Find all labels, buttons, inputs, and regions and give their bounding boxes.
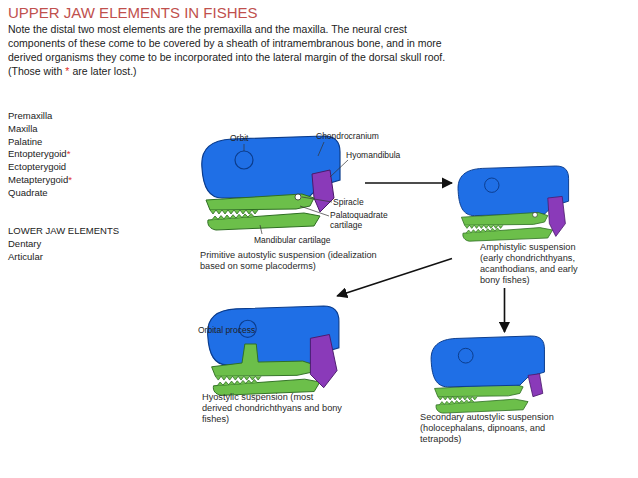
transition-arrow bbox=[365, 182, 452, 184]
transition-arrow bbox=[337, 259, 452, 296]
suspension-panel: Hyostylic suspension (most derived chond… bbox=[190, 296, 350, 436]
part-label: Orbit bbox=[230, 133, 248, 143]
part-label: Chondrocranium bbox=[316, 131, 379, 141]
leader-line bbox=[318, 142, 324, 156]
panel-caption: Hyostylic suspension (most derived chond… bbox=[202, 392, 344, 425]
note-text: are later lost.) bbox=[72, 65, 136, 77]
element-name: Quadrate bbox=[8, 187, 48, 198]
suspension-panel: Amphistylic suspension (early chondricht… bbox=[452, 160, 602, 288]
leader-line bbox=[260, 225, 262, 234]
element-name: Entopterygoid bbox=[8, 148, 67, 159]
secondary-autostylic-skull bbox=[431, 336, 544, 413]
page-title: UPPER JAW ELEMENTS IN FISHES bbox=[8, 4, 258, 21]
primitive-skull bbox=[202, 136, 340, 230]
suspension-panel: Secondary autostylic suspension (holocep… bbox=[415, 332, 605, 457]
note-paragraph: Note the distal two most elements are th… bbox=[8, 22, 450, 78]
panel-caption: Secondary autostylic suspension (holocep… bbox=[420, 412, 572, 445]
section-heading: LOWER JAW ELEMENTS bbox=[8, 225, 119, 236]
part-label: Palatoquadrate cartilage bbox=[330, 210, 400, 230]
asterisk-mark: * bbox=[65, 65, 69, 77]
leader-line bbox=[330, 160, 348, 177]
transition-arrow bbox=[504, 288, 506, 332]
palatoquadrate-shape bbox=[461, 212, 547, 228]
asterisk-mark: * bbox=[68, 174, 72, 185]
element-name: Metapterygoid bbox=[8, 174, 68, 185]
asterisk-mark: * bbox=[67, 148, 71, 159]
palatoquadrate-shape bbox=[212, 344, 315, 380]
hyomandibula-shape bbox=[548, 196, 566, 236]
panel-caption: Amphistylic suspension (early chondricht… bbox=[480, 242, 594, 286]
part-label: Spiracle bbox=[333, 197, 364, 207]
leader-line bbox=[302, 197, 332, 202]
hyomandibula-shape bbox=[528, 374, 543, 397]
hyomandibula-shape bbox=[310, 335, 337, 388]
mandible-shape bbox=[208, 213, 320, 230]
part-label: Mandibular cartilage bbox=[254, 235, 331, 245]
list-row: Entopterygoid* bbox=[8, 148, 70, 159]
element-name: Palatine bbox=[8, 136, 42, 147]
mandible-shape bbox=[463, 228, 553, 242]
part-label: Orbital process bbox=[198, 325, 255, 335]
element-name: Articular bbox=[8, 251, 43, 262]
spiracle-symbol bbox=[295, 194, 301, 200]
suspension-panel: Primitive autostylic suspension (idealiz… bbox=[195, 128, 365, 280]
element-name: Dentary bbox=[8, 238, 41, 249]
element-name: Premaxilla bbox=[8, 110, 52, 121]
element-name: Ectopterygoid bbox=[8, 161, 66, 172]
mandible-shape bbox=[436, 399, 528, 413]
list-row: Metapterygoid* bbox=[8, 174, 72, 185]
part-label: Hyomandibula bbox=[346, 150, 400, 160]
panel-caption: Primitive autostylic suspension (idealiz… bbox=[200, 250, 380, 272]
amphistylic-skull bbox=[458, 166, 569, 241]
element-name: Maxilla bbox=[8, 123, 38, 134]
spiracle-symbol bbox=[533, 212, 538, 217]
hyostylic-skull bbox=[208, 306, 339, 395]
leader-line bbox=[244, 144, 245, 151]
leader-line bbox=[300, 206, 329, 216]
chondrocranium-shape bbox=[431, 336, 544, 387]
palatoquadrate-shape bbox=[206, 194, 314, 214]
